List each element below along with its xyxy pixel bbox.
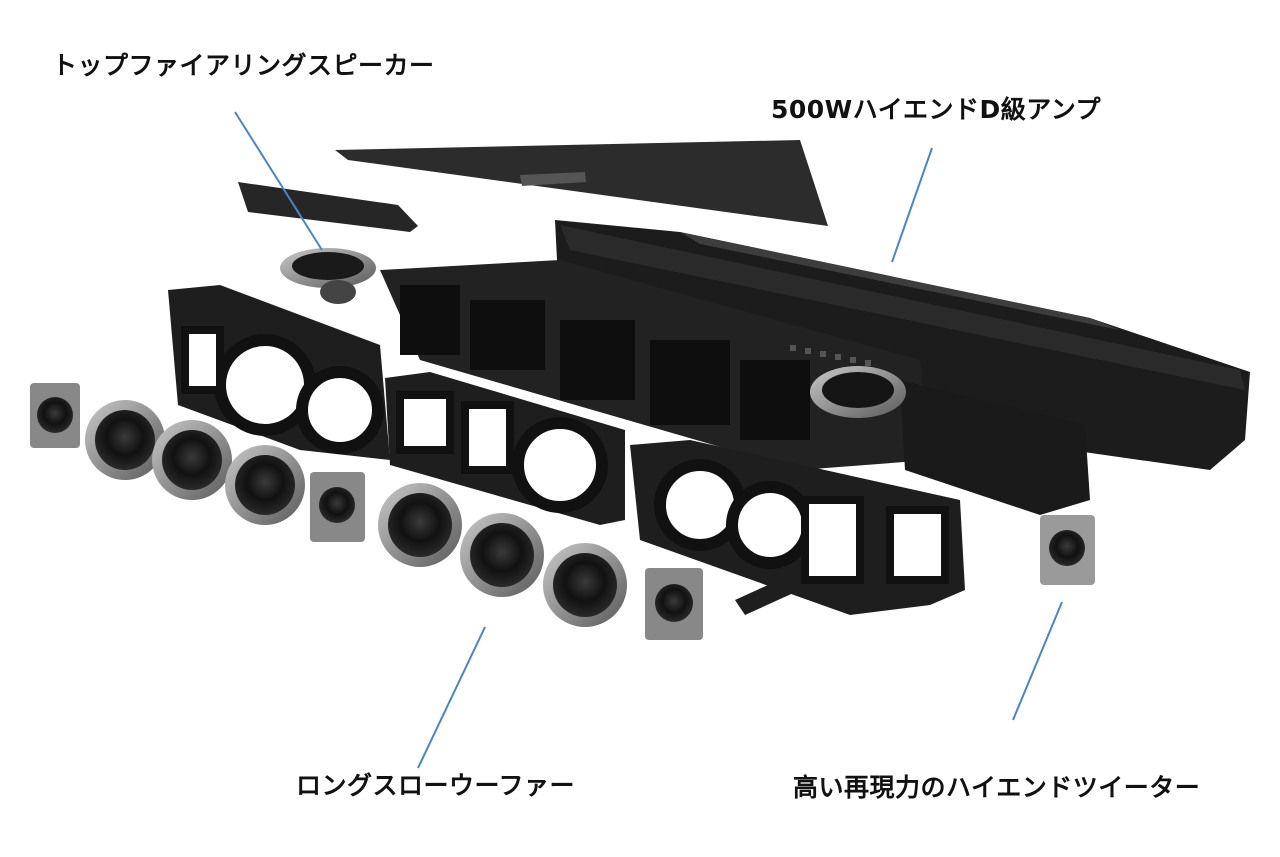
woofer-6 bbox=[543, 543, 627, 627]
woofer-2 bbox=[152, 420, 232, 500]
leader-tweeter bbox=[1012, 601, 1063, 721]
woofer-5 bbox=[460, 513, 544, 597]
leader-woofer bbox=[417, 626, 486, 769]
label-long-throw-woofer: ロングスローウーファー bbox=[296, 771, 576, 800]
left-driver-frame bbox=[168, 285, 390, 460]
woofer-1 bbox=[85, 400, 165, 480]
middle-driver-frame bbox=[385, 372, 625, 525]
tweeter-2 bbox=[310, 472, 365, 542]
woofer-4 bbox=[378, 483, 462, 567]
top-firing-driver bbox=[280, 248, 376, 304]
leader-lines bbox=[234, 111, 1063, 769]
label-amplifier: 500WハイエンドD級アンプ bbox=[771, 95, 1102, 124]
leader-top-firing bbox=[234, 111, 323, 251]
tweeter-right bbox=[1040, 515, 1095, 585]
label-high-end-tweeter: 高い再現力のハイエンドツイーター bbox=[793, 773, 1201, 802]
top-cover-panel bbox=[335, 140, 828, 226]
leader-amp bbox=[891, 147, 933, 263]
right-driver-frame bbox=[630, 440, 965, 615]
tweeter-left bbox=[30, 383, 80, 448]
driver-row bbox=[30, 383, 1095, 640]
woofer-3 bbox=[225, 445, 305, 525]
top-speaker-grille bbox=[238, 182, 418, 232]
tweeter-3 bbox=[645, 568, 703, 640]
right-top-firing-driver bbox=[810, 366, 906, 418]
main-chassis bbox=[380, 220, 1250, 515]
label-top-firing-speaker: トップファイアリングスピーカー bbox=[52, 51, 435, 80]
